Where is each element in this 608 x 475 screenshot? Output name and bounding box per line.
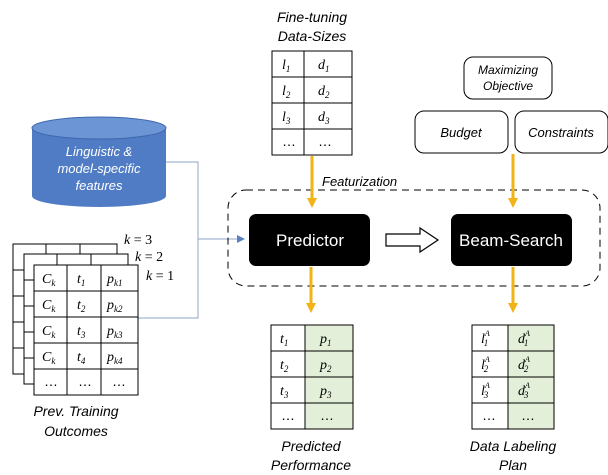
ft-d3: d3 [318,110,330,126]
pr-ellipsis-2: … [320,407,334,423]
pr-p1: p1 [319,332,332,348]
constraints-box [514,110,608,154]
k-label-1: k = 1 [146,269,174,284]
features-line1: Linguistic & [66,144,132,159]
tr-t3: t3 [77,324,86,340]
k-label-2: k = 2 [135,250,163,265]
tr-c4: Ck [42,350,56,366]
budget-box [414,110,509,154]
objective-box [463,56,553,100]
training-caption-line1: Prev. Training [33,403,118,419]
ft-d2: d2 [318,84,330,100]
tr-t4: t4 [77,350,86,366]
k-label-3: k = 3 [124,233,152,248]
tr-ellipsis-2: … [78,373,92,389]
ft-d1: d1 [318,58,330,74]
tr-p1: pk1 [106,272,123,288]
constraints-label: Constraints [528,125,594,140]
plan-caption-line1: Data Labeling [470,438,557,454]
predictor-to-beam-arrow [385,226,440,254]
training-caption-line2: Outcomes [44,423,108,439]
plan-ellipsis-2: … [521,407,535,423]
predictor-box [249,214,370,266]
tr-c1: Ck [42,272,56,288]
predictor-label: Predictor [276,231,344,250]
ft-l3: l3 [282,110,291,126]
training-table: Ck t1 pk1 Ck t2 pk2 Ck t3 pk3 Ck t4 pk4 … [33,264,139,396]
features-line3: features [76,178,123,193]
ft-l2: l2 [282,84,291,100]
predicted-caption-line2: Performance [271,457,351,473]
features-cylinder: Linguistic & model-specific features [31,116,167,207]
tr-c3: Ck [42,324,56,340]
pr-ellipsis-1: … [281,407,295,423]
fine-tuning-title-line2: Data-Sizes [278,28,346,44]
tr-t1: t1 [77,272,85,288]
tr-t2: t2 [77,298,86,314]
features-connector [166,161,199,239]
beam-search-label: Beam-Search [459,231,563,250]
tr-p4: pk4 [106,350,123,366]
plan-caption-line2: Plan [499,457,527,473]
ft-ellipsis-1: … [282,133,296,149]
tr-ellipsis-3: … [112,373,126,389]
objective-line2: Objective [483,79,533,93]
tr-p3: pk3 [106,324,123,340]
training-connector [138,235,245,319]
tr-p2: pk2 [106,298,123,314]
tr-ellipsis-1: … [44,373,58,389]
predicted-table: t1 p1 t2 p2 t3 p3 … … [270,324,354,430]
pr-t3: t3 [280,384,289,400]
objective-line1: Maximizing [478,63,538,77]
fine-tuning-title-line1: Fine-tuning [277,9,347,25]
fine-tuning-table: l1 d1 l2 d2 l3 d3 … … [271,50,353,156]
features-line2: model-specific [57,161,141,176]
pr-p3: p3 [319,384,332,400]
pr-t1: t1 [280,332,288,348]
predicted-caption-line1: Predicted [281,438,341,454]
beam-search-box [451,214,572,266]
plan-ellipsis-1: … [482,407,496,423]
featurization-label: Featurization [322,174,397,189]
ft-l1: l1 [282,58,290,74]
pr-t2: t2 [280,358,289,374]
tr-c2: Ck [42,298,56,314]
pr-p2: p2 [319,358,332,374]
budget-label: Budget [440,125,483,140]
ft-ellipsis-2: … [318,133,332,149]
model-group [227,189,601,287]
